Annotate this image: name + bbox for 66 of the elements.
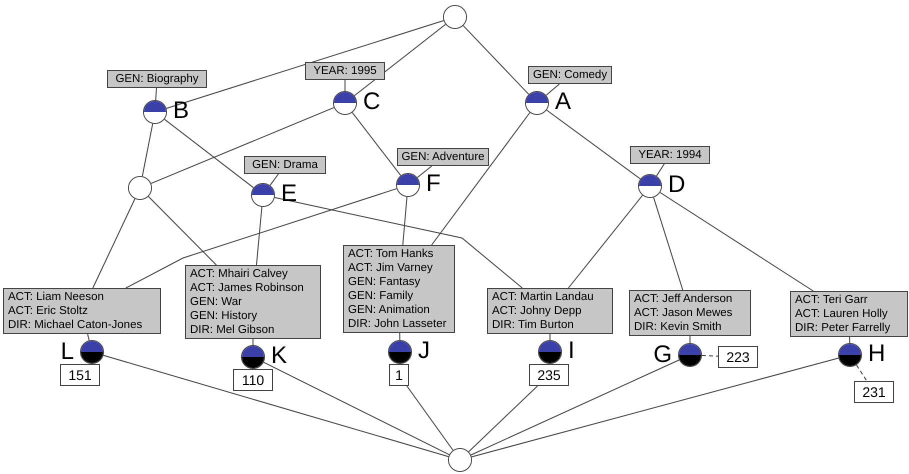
connector-line bbox=[166, 20, 444, 109]
connector-line bbox=[402, 196, 408, 246]
concept-letter: B bbox=[173, 97, 190, 125]
count-box: 1 bbox=[389, 364, 409, 386]
concept-letter: J bbox=[418, 337, 430, 365]
connector-line bbox=[470, 359, 680, 456]
dashed-line bbox=[856, 364, 868, 382]
dashed-line bbox=[702, 355, 718, 357]
concept-letter: G bbox=[653, 341, 672, 369]
concept-letter: F bbox=[426, 170, 441, 198]
attribute-label-box: GEN: Drama bbox=[244, 156, 326, 174]
connector-line bbox=[142, 123, 154, 177]
connector-line bbox=[462, 25, 530, 95]
concept-letter: L bbox=[60, 338, 74, 366]
concept-letter: A bbox=[555, 88, 572, 116]
concept-letter: D bbox=[668, 171, 686, 199]
concept-letter: K bbox=[271, 342, 288, 370]
connector-line bbox=[406, 386, 454, 451]
connector-line bbox=[274, 197, 523, 288]
object-label-box: ACT: Mhairi Calvey ACT: James Robinson GEN: War GEN: History DIR: Mel Gibson bbox=[185, 265, 321, 339]
connector-line bbox=[471, 358, 839, 458]
attribute-label-box: GEN: Comedy bbox=[528, 66, 612, 84]
concept-letter: E bbox=[281, 180, 298, 208]
attribute-label-box: GEN: Adventure bbox=[397, 148, 489, 166]
connector-line bbox=[87, 334, 90, 341]
connector-line bbox=[92, 198, 136, 288]
connector-line bbox=[164, 118, 254, 188]
connector-line bbox=[399, 332, 400, 340]
object-label-box: ACT: Tom Hanks ACT: Jim Varney GEN: Fantasy GEN: Family GEN: Animation DIR: John Lasseter bbox=[343, 245, 455, 333]
connector-line bbox=[653, 196, 684, 290]
count-box: 231 bbox=[854, 381, 894, 403]
connector-line bbox=[148, 196, 217, 266]
object-label-box: ACT: Jeff Anderson ACT: Jason Mewes DIR: Kevin Smith bbox=[629, 290, 751, 336]
concept-letter: H bbox=[868, 340, 886, 368]
connector-line bbox=[256, 206, 262, 266]
count-box: 223 bbox=[718, 346, 758, 368]
connector-line bbox=[660, 192, 814, 292]
count-box: 235 bbox=[529, 364, 569, 386]
connector-line bbox=[344, 80, 346, 92]
connector-line bbox=[155, 88, 157, 101]
connector-line bbox=[468, 386, 538, 452]
connector-line bbox=[849, 336, 850, 344]
connector-line bbox=[103, 354, 449, 458]
object-label-box: ACT: Martin Landau ACT: Johny Depp DIR: Tim Burton bbox=[487, 288, 613, 334]
count-box: 110 bbox=[233, 369, 273, 391]
connector-line bbox=[416, 166, 432, 178]
attribute-label-box: YEAR: 1994 bbox=[630, 146, 710, 164]
attribute-label-box: GEN: Biography bbox=[107, 70, 207, 88]
connector-line bbox=[354, 24, 446, 96]
connector-line bbox=[546, 110, 641, 180]
connector-line bbox=[656, 164, 665, 176]
concept-letter: I bbox=[568, 337, 575, 365]
connector-line bbox=[431, 112, 530, 246]
attribute-label-box: YEAR: 1995 bbox=[305, 62, 385, 80]
count-box: 151 bbox=[60, 364, 100, 386]
object-label-box: ACT: Teri Garr ACT: Lauren Holly DIR: Peter Farrelly bbox=[790, 291, 908, 337]
connector-line bbox=[546, 84, 560, 96]
connector-line bbox=[270, 174, 279, 186]
connector-line bbox=[568, 194, 643, 288]
connector-line bbox=[125, 188, 398, 288]
object-label-box: ACT: Liam Neeson ACT: Eric Stoltz DIR: Michael Caton-Jones bbox=[3, 288, 161, 334]
connector-line bbox=[150, 107, 334, 184]
connector-line bbox=[263, 362, 450, 456]
connector-line bbox=[252, 338, 254, 346]
connector-line bbox=[352, 112, 402, 176]
concept-letter: C bbox=[363, 88, 380, 116]
